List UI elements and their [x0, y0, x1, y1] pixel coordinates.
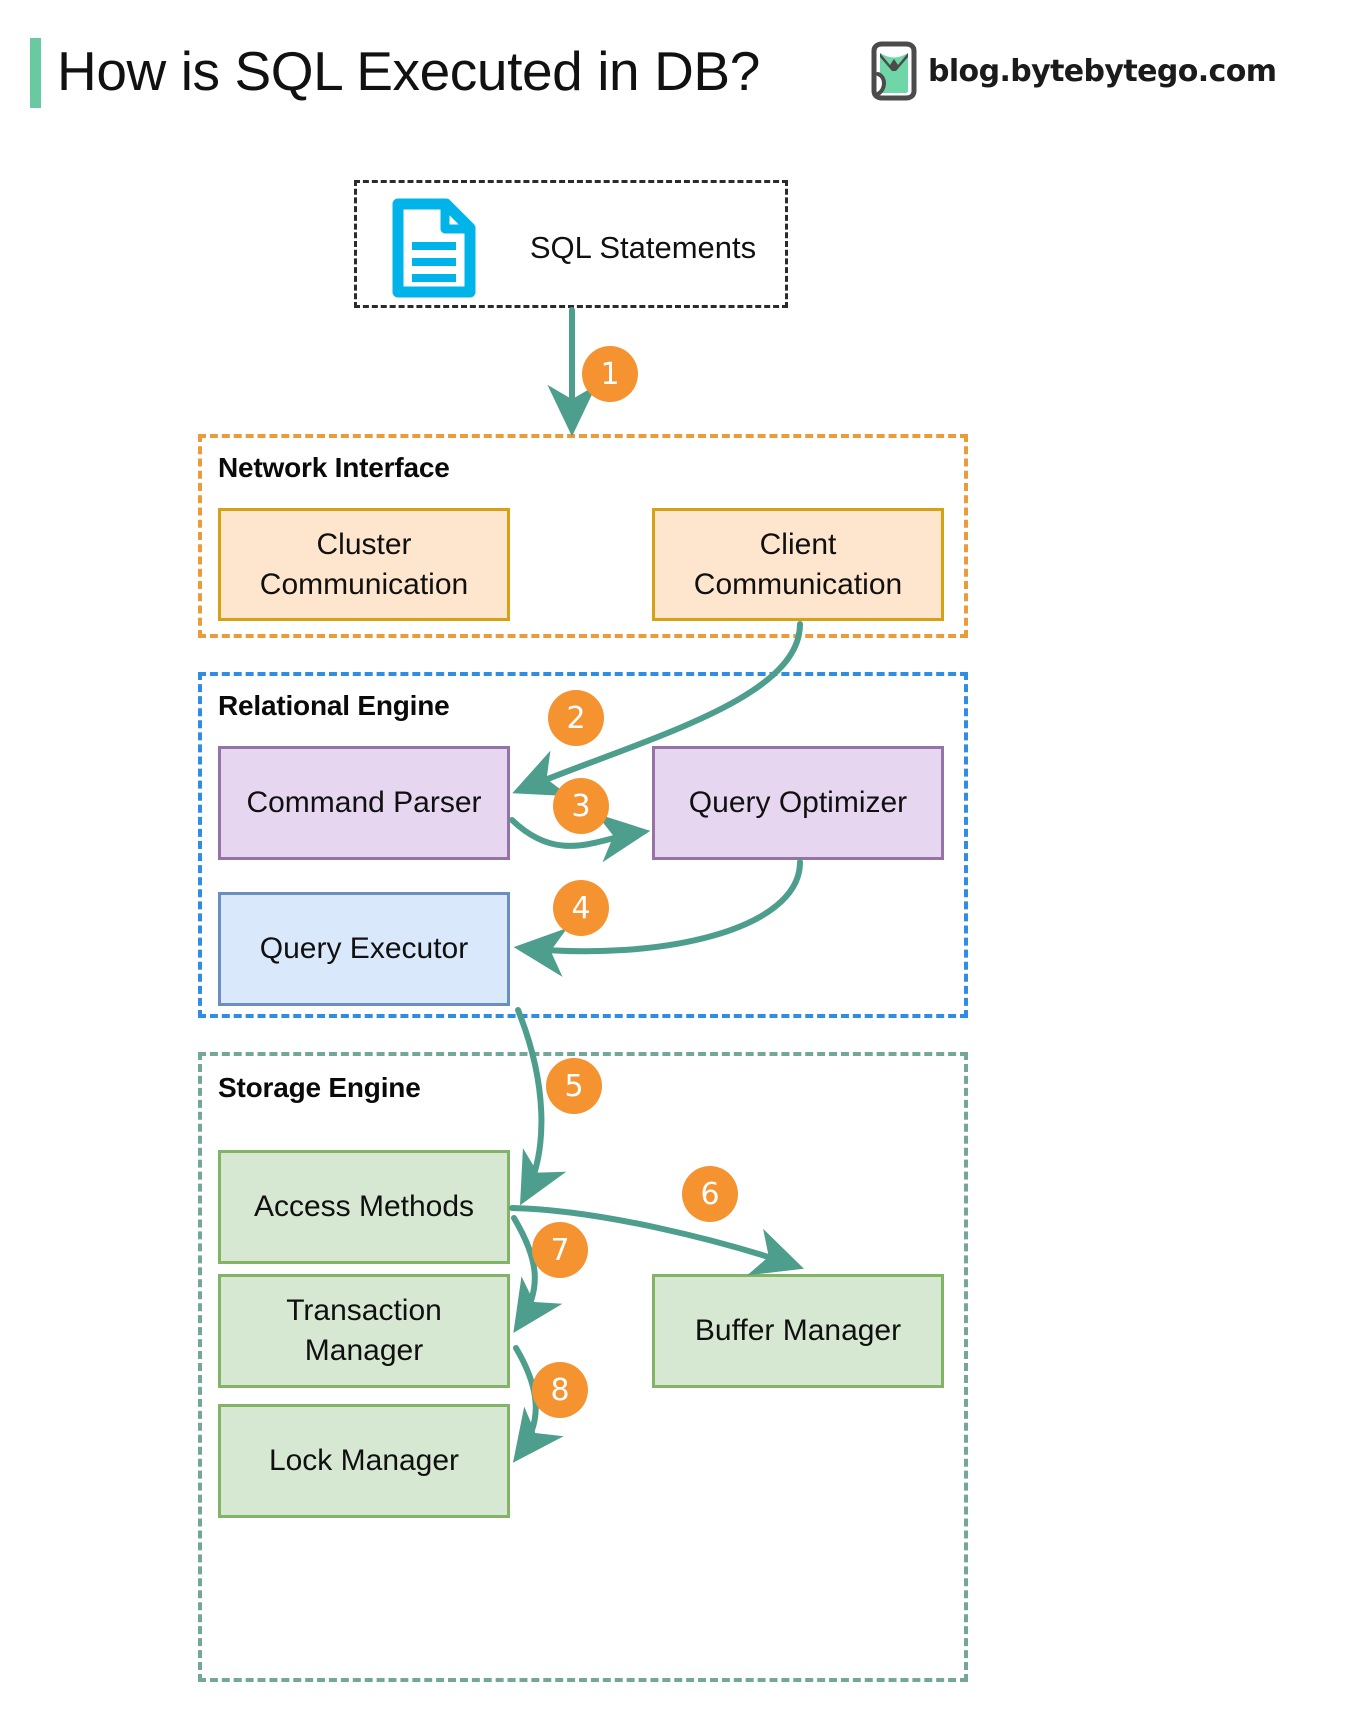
sql-statements-label: SQL Statements: [529, 230, 757, 265]
node-access-methods[interactable]: Access Methods: [218, 1150, 510, 1264]
bytebytego-logo-icon: [871, 41, 917, 101]
step-badge-3: 3: [553, 778, 609, 834]
step-badge-6: 6: [682, 1166, 738, 1222]
sql-statements-container: [354, 180, 788, 308]
brand-url: blog.bytebytego.com: [928, 53, 1277, 89]
node-lock-manager[interactable]: Lock Manager: [218, 1404, 510, 1518]
node-buffer-manager[interactable]: Buffer Manager: [652, 1274, 944, 1388]
step-badge-7: 7: [532, 1222, 588, 1278]
node-query-optimizer[interactable]: Query Optimizer: [652, 746, 944, 860]
step-badge-8: 8: [532, 1362, 588, 1418]
step-badge-4: 4: [553, 880, 609, 936]
step-badge-1: 1: [582, 346, 638, 402]
node-command-parser[interactable]: Command Parser: [218, 746, 510, 860]
node-cluster-communication[interactable]: Cluster Communication: [218, 508, 510, 621]
step-badge-2: 2: [548, 690, 604, 746]
node-transaction-manager-line1: Transaction: [286, 1294, 442, 1328]
node-cluster-communication-line1: Cluster: [316, 527, 412, 561]
group-label-network-interface: Network Interface: [218, 452, 450, 483]
group-label-storage-engine: Storage Engine: [218, 1072, 421, 1103]
title-accent-bar: [30, 38, 41, 108]
node-transaction-manager[interactable]: Transaction Manager: [218, 1274, 510, 1388]
node-client-communication-line2: Communication: [693, 567, 903, 601]
header: How is SQL Executed in DB? blog.bytebyte…: [0, 0, 1358, 130]
document-icon: [392, 198, 476, 298]
step-badge-5: 5: [546, 1058, 602, 1114]
node-client-communication-line1: Client: [759, 527, 837, 561]
node-cluster-communication-line2: Communication: [259, 567, 469, 601]
node-query-executor[interactable]: Query Executor: [218, 892, 510, 1006]
node-transaction-manager-line2: Manager: [304, 1334, 424, 1367]
page-title: How is SQL Executed in DB?: [57, 40, 760, 102]
group-label-relational-engine: Relational Engine: [218, 690, 450, 721]
group-storage-engine: [198, 1052, 968, 1682]
node-client-communication[interactable]: Client Communication: [652, 508, 944, 621]
brand: blog.bytebytego.com: [868, 40, 1277, 102]
